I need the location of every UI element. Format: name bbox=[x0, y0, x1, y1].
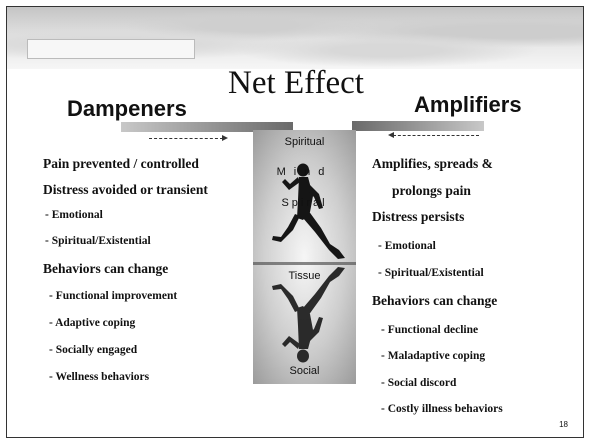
slide-title: Net Effect bbox=[228, 65, 364, 101]
amplifiers-subitem: - Spiritual/Existential bbox=[378, 267, 484, 279]
runner-silhouette-icon bbox=[272, 163, 345, 363]
page-number: 18 bbox=[559, 420, 568, 429]
dampeners-subitem: - Spiritual/Existential bbox=[45, 235, 151, 247]
amplifiers-subitem: - Functional decline bbox=[381, 324, 479, 336]
dampeners-gradient-bar bbox=[121, 122, 293, 132]
amplifiers-item: Amplifies, spreads & bbox=[372, 156, 493, 171]
label-social: Social bbox=[289, 365, 320, 377]
label-spiritual: Spiritual bbox=[284, 136, 325, 148]
runner-reflection-image: Spiritual Mind Spiral Tissue Social bbox=[253, 130, 356, 384]
amplifiers-gradient-bar bbox=[352, 121, 484, 131]
dampeners-subitem: - Socially engaged bbox=[49, 344, 138, 356]
dampeners-subitem: - Emotional bbox=[45, 209, 103, 221]
amplifiers-subitem: - Emotional bbox=[378, 240, 436, 252]
amplifiers-arrow bbox=[388, 132, 479, 138]
amplifiers-subitem: - Maladaptive coping bbox=[381, 350, 486, 362]
amplifiers-item: Behaviors can change bbox=[372, 293, 498, 308]
amplifiers-subitem: - Costly illness behaviors bbox=[381, 403, 503, 415]
label-spiral: Spiral bbox=[281, 197, 328, 209]
header-banner bbox=[7, 7, 583, 69]
label-mind: Mind bbox=[276, 166, 333, 178]
dampeners-heading: Dampeners bbox=[67, 96, 187, 121]
dampeners-item: Distress avoided or transient bbox=[43, 182, 208, 197]
dampeners-subitem: - Functional improvement bbox=[49, 290, 178, 302]
amplifiers-item: prolongs pain bbox=[392, 183, 471, 198]
banner-box bbox=[27, 39, 195, 59]
dampeners-subitem: - Wellness behaviors bbox=[49, 371, 150, 383]
amplifiers-heading: Amplifiers bbox=[414, 92, 522, 117]
amplifiers-item: Distress persists bbox=[372, 209, 465, 224]
slide-frame bbox=[6, 6, 584, 438]
label-tissue: Tissue bbox=[288, 270, 321, 282]
dampeners-arrow bbox=[149, 135, 228, 141]
dampeners-item: Behaviors can change bbox=[43, 261, 169, 276]
horizon-line bbox=[253, 262, 356, 265]
amplifiers-subitem: - Social discord bbox=[381, 377, 457, 389]
dampeners-subitem: - Adaptive coping bbox=[49, 317, 136, 329]
dampeners-item: Pain prevented / controlled bbox=[43, 156, 199, 171]
